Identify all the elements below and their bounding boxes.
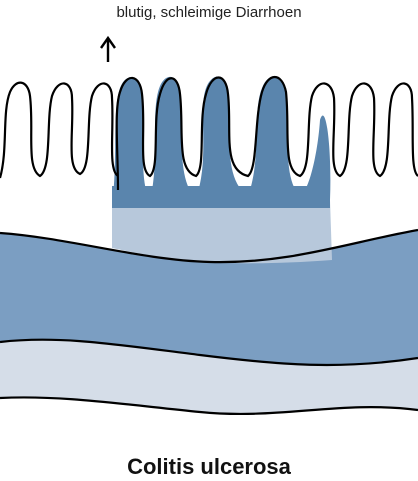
affected-villi [112, 76, 330, 208]
symptom-annotation: blutig, schleimige Diarrhoen [0, 4, 418, 21]
affected-villus-2 [150, 77, 196, 200]
affected-base [112, 186, 330, 208]
diagram-caption: Colitis ulcerosa [0, 454, 418, 480]
inflamed-zone [112, 199, 332, 263]
arrow-up-icon [101, 38, 115, 62]
affected-villus-3 [196, 76, 248, 198]
